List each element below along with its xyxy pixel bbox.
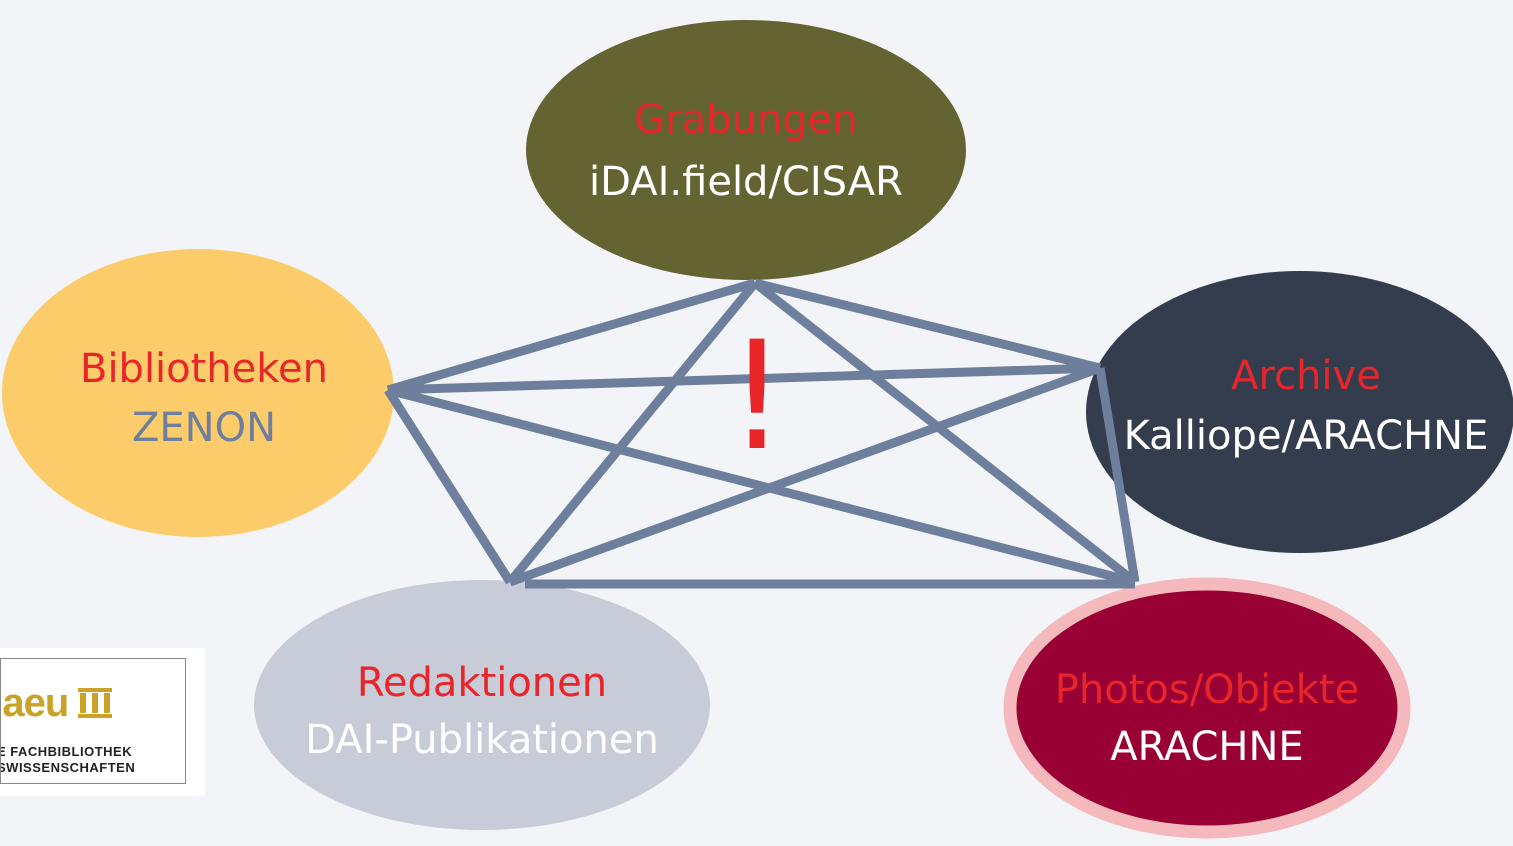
connector-line (386, 278, 757, 395)
logo-wordmark: ylaeu (1, 681, 113, 726)
node-bibliotheken-title: Bibliotheken (80, 346, 328, 392)
logo-frame: ylaeu E FACHBIBLIOTHEK SWISSENSCHAFTEN (0, 658, 186, 784)
node-redaktionen-title: Redaktionen (357, 660, 607, 706)
node-photos-subtitle: ARACHNE (1110, 724, 1303, 770)
connector-line (753, 278, 1102, 373)
logo-wordmark-text: ylaeu (1, 681, 69, 725)
connector-line (387, 363, 1101, 395)
exclamation-mark: ! (727, 310, 787, 484)
connector-lines (384, 278, 1140, 589)
connector-line (1095, 367, 1140, 583)
node-bibliotheken-shape (2, 249, 394, 537)
logo-tagline-2: SWISSENSCHAFTEN (0, 760, 136, 775)
logo-tagline-1: E FACHBIBLIOTHEK (0, 744, 133, 759)
node-archive-title: Archive (1231, 353, 1381, 399)
node-redaktionen-subtitle: DAI-Publikationen (305, 717, 659, 763)
node-redaktionen-shape (254, 580, 710, 830)
node-grabungen-subtitle: iDAI.field/CISAR (589, 159, 903, 205)
column-icon (78, 688, 113, 718)
connector-line (508, 363, 1102, 587)
connector-line (752, 279, 1138, 586)
propylaeum-logo: ylaeu E FACHBIBLIOTHEK SWISSENSCHAFTEN (0, 648, 205, 796)
node-grabungen-shape (526, 20, 966, 280)
node-photos-title: Photos/Objekte (1055, 667, 1359, 713)
connector-line (384, 387, 514, 585)
node-archive-subtitle: Kalliope/ARACHNE (1124, 413, 1489, 459)
node-grabungen-title: Grabungen (634, 97, 857, 143)
node-archive-shape (1086, 271, 1513, 553)
node-photos-shape (1003, 577, 1411, 839)
connector-line (506, 280, 759, 585)
node-bibliotheken-subtitle: ZENON (132, 405, 276, 451)
